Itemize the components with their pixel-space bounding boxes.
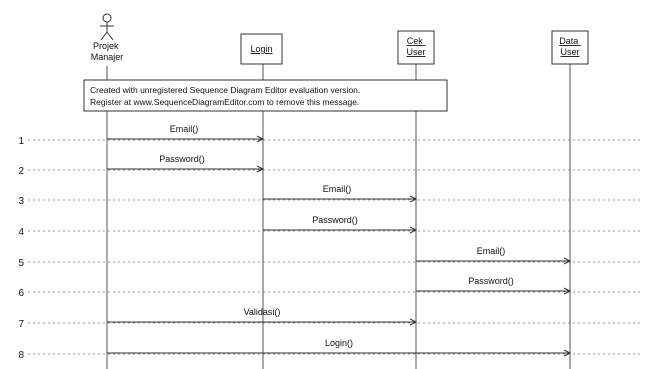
arrowhead-icon [256,165,265,173]
participant-label: Data User [559,36,581,57]
participant-box [551,30,589,65]
participant-box [240,33,283,65]
actor-projek-manajer: Projek Manajer [91,13,124,62]
message-label: Password() [159,154,205,164]
participant-label-line2: User [560,47,579,57]
row-number: 6 [18,288,24,299]
row-number: 3 [18,196,24,207]
participant-cek-user: Cek User [397,30,435,65]
arrowhead-icon [409,226,418,234]
message-label: Email() [170,124,199,134]
messages: Email() Password() Email() Password() Em… [107,124,572,357]
message-label: Password() [312,215,358,225]
evaluation-notice: Created with unregistered Sequence Diagr… [83,79,448,112]
participant-label-line1: Projek [93,41,119,51]
participant-box [397,30,435,65]
row-number: 1 [18,136,24,147]
message-label: Login() [325,338,353,348]
message-6: Password() [416,276,572,295]
participant-label-line2: Manajer [91,52,124,62]
arrowhead-icon [563,287,572,295]
arrowhead-icon [409,318,418,326]
arrowhead-icon [563,349,572,357]
message-label: Email() [323,184,352,194]
participant-label: Projek Manajer [91,41,124,62]
participant-label: Login [250,44,272,54]
message-8: Login() [107,338,572,357]
row-guides [28,139,640,355]
lifelines [106,64,571,369]
message-1: Email() [107,124,265,143]
message-2: Password() [107,154,265,173]
participant-label-line1: Data [559,36,578,46]
message-4: Password() [263,215,418,234]
arrowhead-icon [256,135,265,143]
row-number: 4 [18,227,24,238]
notice-line-2: Register at www.SequenceDiagramEditor.co… [90,97,359,107]
participant-label: Cek User [406,36,425,57]
row-number: 8 [18,350,24,361]
stick-figure-icon [100,13,114,41]
participant-label-line2: User [406,47,425,57]
arrowhead-icon [563,257,572,265]
row-number: 2 [18,166,24,177]
arrowhead-icon [409,195,418,203]
participant-login: Login [240,33,283,65]
notice-line-1: Created with unregistered Sequence Diagr… [90,85,360,95]
message-3: Email() [263,184,418,203]
message-label: Password() [468,276,514,286]
notice-box [83,79,448,112]
participant-data-user: Data User [551,30,589,65]
row-numbers: 1 2 3 4 5 6 7 8 [18,136,24,361]
message-label: Email() [477,246,506,256]
message-5: Email() [416,246,572,265]
row-number: 7 [18,319,24,330]
row-number: 5 [18,258,24,269]
message-7: Validasi() [107,307,418,326]
participant-label-line1: Cek [407,36,424,46]
message-label: Validasi() [244,307,281,317]
